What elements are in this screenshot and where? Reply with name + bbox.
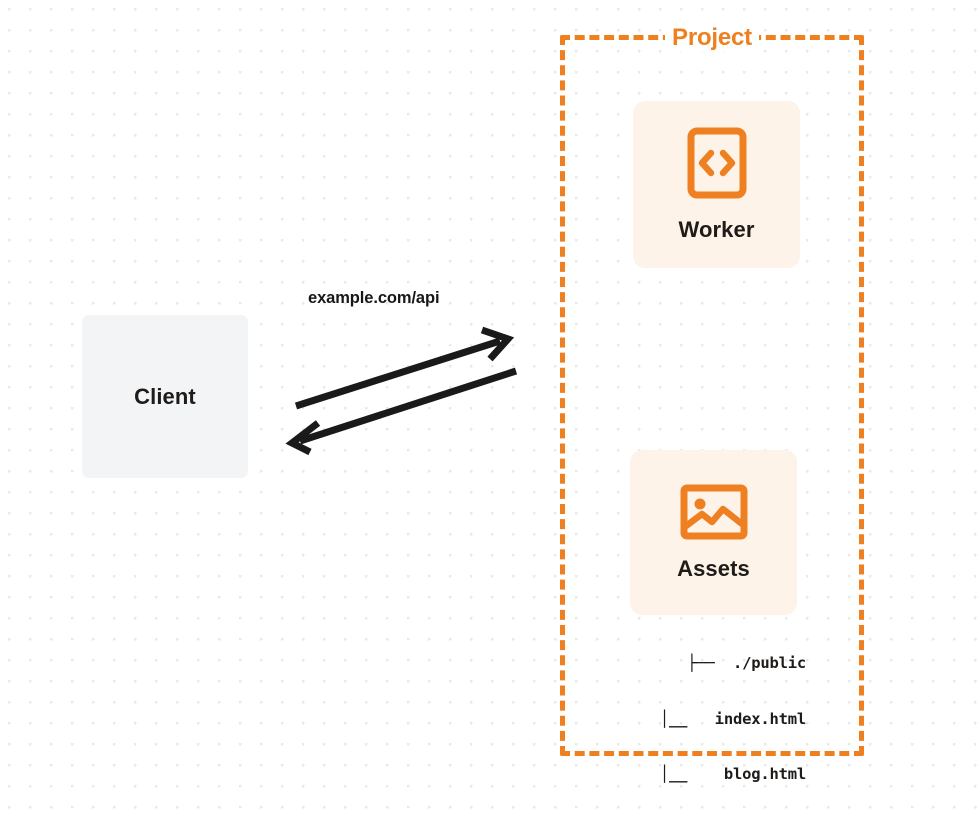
response-arrow-icon bbox=[285, 367, 518, 456]
assets-node-label: Assets bbox=[677, 555, 750, 581]
assets-file-tree: ├── ./public │__ index.html │__ blog.htm… bbox=[594, 617, 806, 818]
project-group-boundary: Project bbox=[560, 24, 864, 756]
assets-node[interactable]: Assets bbox=[630, 450, 797, 615]
connection-label: example.com/api bbox=[308, 289, 440, 307]
client-node-label: Client bbox=[134, 383, 196, 409]
image-picture-icon bbox=[680, 484, 748, 540]
worker-node[interactable]: Worker bbox=[633, 101, 800, 268]
request-arrow-icon bbox=[294, 326, 515, 410]
client-node[interactable]: Client bbox=[82, 315, 248, 478]
project-group-title: Project bbox=[665, 24, 759, 52]
worker-node-label: Worker bbox=[678, 216, 755, 242]
file-tree-row: ├── ./public bbox=[687, 654, 806, 672]
file-tree-row: │__ index.html bbox=[659, 709, 806, 728]
code-brackets-icon bbox=[687, 127, 747, 199]
file-tree-row: │__ blog.html bbox=[659, 765, 806, 783]
